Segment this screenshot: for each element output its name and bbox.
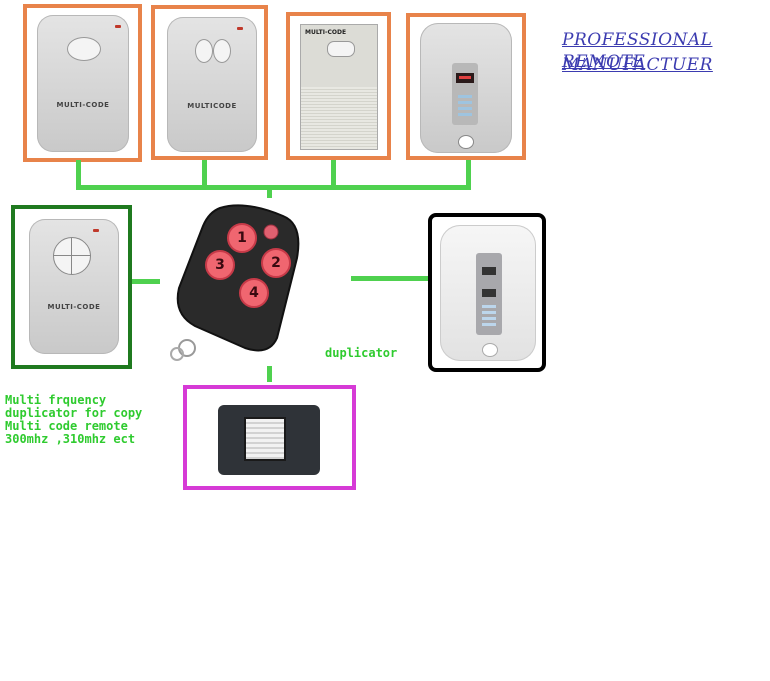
- multicode-visor-remote: MULTI-CODE: [300, 24, 378, 150]
- duplicator-button-2: 2: [261, 248, 291, 278]
- remote-window: [476, 253, 502, 335]
- remote-frame-3: MULTI-CODE: [286, 12, 391, 160]
- duplicator-button-3: 3: [205, 250, 235, 280]
- description-line-1: Multi frquency: [5, 393, 107, 407]
- led-icon: [115, 25, 121, 28]
- remote-button: [327, 41, 355, 57]
- remote-frame-4: [406, 13, 526, 160]
- connector-bus: [76, 185, 471, 190]
- single-button-remote: [218, 405, 320, 475]
- connector-line: [331, 160, 336, 188]
- connector-line: [351, 276, 431, 281]
- remote-brand-label: MULTI-CODE: [47, 303, 101, 311]
- display-icon: [482, 267, 496, 275]
- duplicator-remote: 1 2 3 4: [165, 198, 315, 368]
- keypad-icon: [482, 305, 496, 329]
- duplicator-button-1: 1: [227, 223, 257, 253]
- connector-line: [267, 188, 272, 198]
- duplicator-button-4: 4: [239, 278, 269, 308]
- page-heading-line2: MANUFACTUER: [562, 55, 713, 75]
- remote-frame-6: [428, 213, 546, 372]
- connector-line: [132, 279, 160, 284]
- remote-frame-5: MULTI-CODE: [11, 205, 132, 369]
- page-heading-line1: PROFESSIONAL REMOTE: [562, 30, 713, 72]
- remote-frame-2: MULTICODE: [151, 5, 268, 160]
- led-icon: [237, 27, 243, 30]
- remote-frame-1: MULTI-CODE: [23, 4, 142, 162]
- remote-button-right: [213, 39, 231, 63]
- display-icon: [482, 289, 496, 297]
- remote-brand-label: MULTI-CODE: [305, 29, 347, 36]
- remote-frame-7: [183, 385, 356, 490]
- duplicator-body-icon: [170, 204, 300, 361]
- led-icon: [93, 229, 99, 232]
- description-line-2: duplicator for copy: [5, 406, 143, 420]
- multicode-remote-1: MULTI-CODE: [37, 15, 129, 152]
- description-line-4: 300mhz ,310mhz ect: [5, 432, 136, 446]
- keyring-hole: [482, 343, 498, 357]
- visor-remote-white: [440, 225, 536, 361]
- remote-button: [67, 37, 101, 61]
- keypad-icon: [458, 95, 472, 119]
- connector-line: [76, 160, 81, 188]
- four-button-pad: [53, 237, 91, 275]
- connector-line: [267, 366, 272, 382]
- remote-window: [452, 63, 478, 125]
- remote-button-left: [195, 39, 213, 63]
- multicode-remote-2: MULTICODE: [167, 17, 257, 152]
- visor-clip: [301, 87, 377, 149]
- remote-brand-label: MULTI-CODE: [56, 101, 110, 109]
- duplicator-label: duplicator: [325, 346, 398, 360]
- logo-display-icon: [456, 73, 474, 83]
- description-line-3: Multi code remote: [5, 419, 128, 433]
- connector-line: [202, 160, 207, 188]
- remote-brand-label: MULTICODE: [187, 102, 237, 110]
- keyring-hole: [458, 135, 474, 149]
- multicode-remote-5: MULTI-CODE: [29, 219, 119, 354]
- keychain-remote: [420, 23, 512, 153]
- connector-line: [466, 160, 471, 188]
- remote-button: [244, 417, 286, 461]
